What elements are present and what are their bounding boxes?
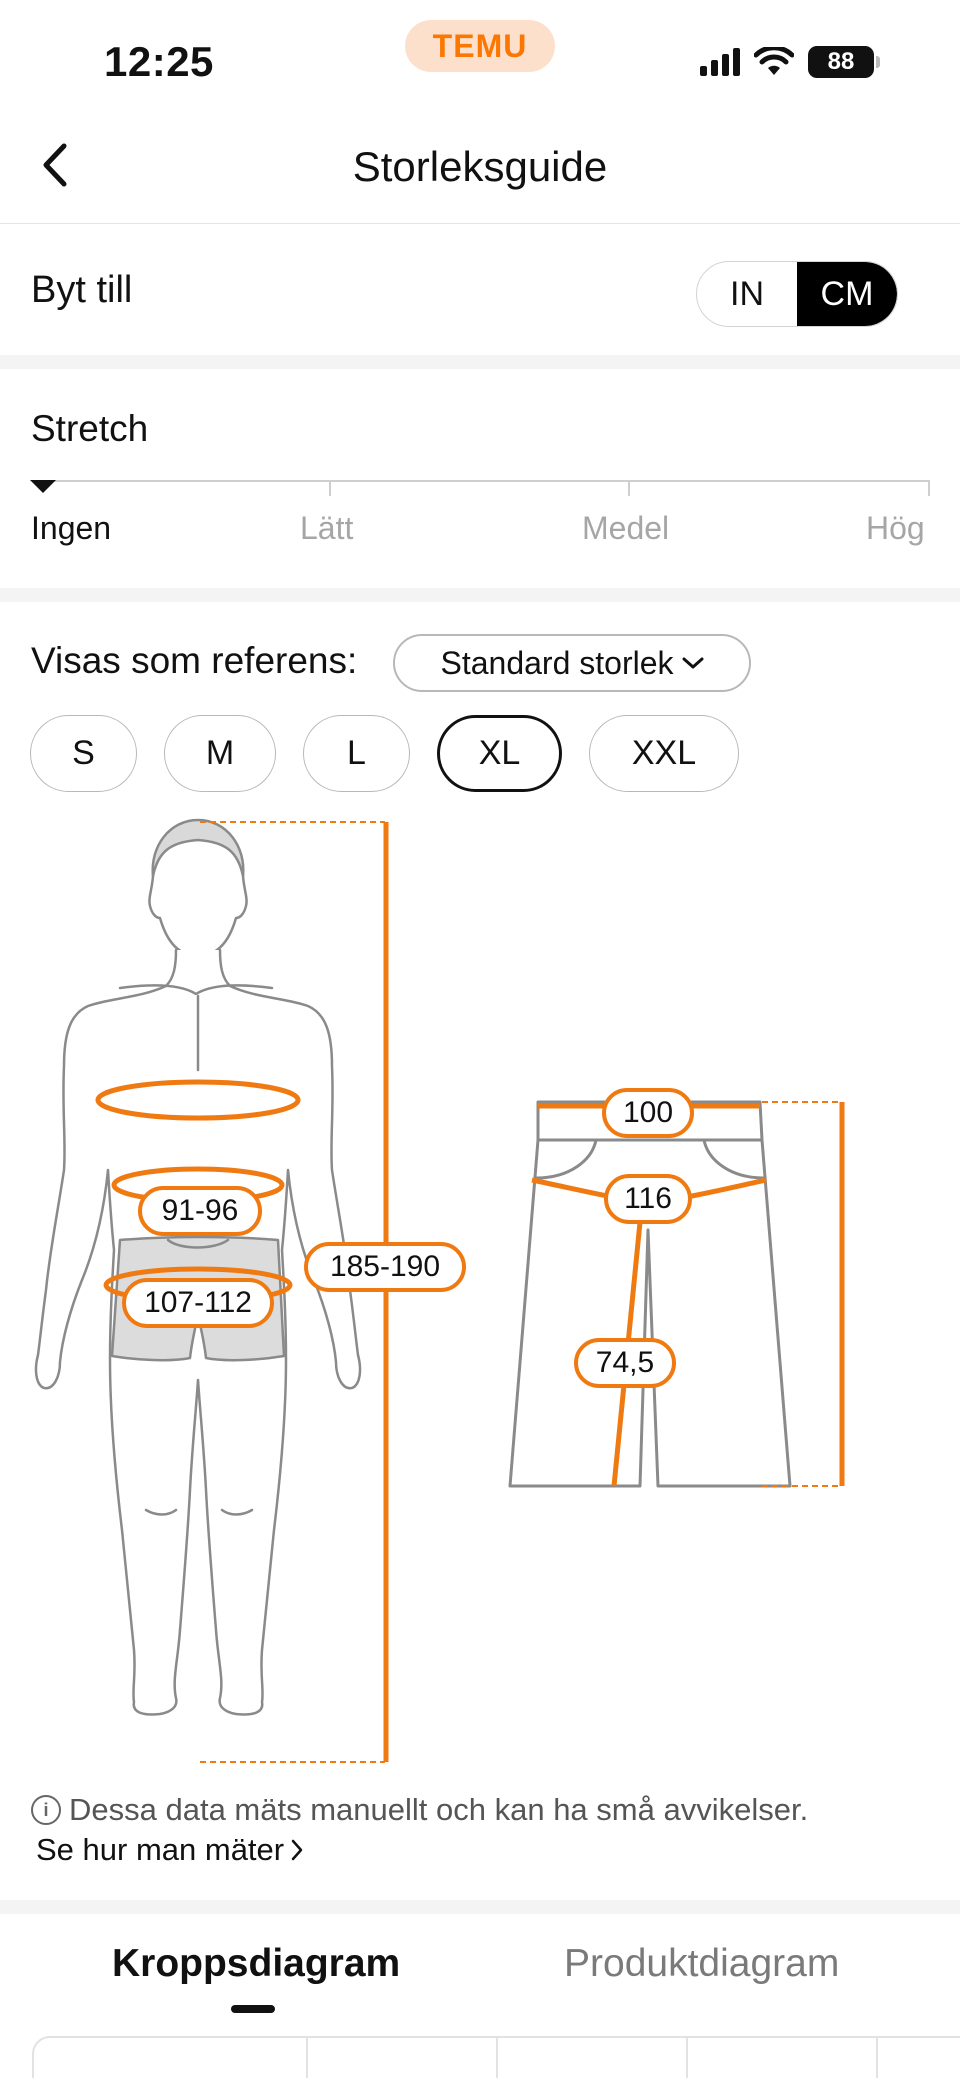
product-hip-measurement: 116 (604, 1174, 692, 1224)
unit-toggle[interactable]: IN CM (696, 261, 898, 327)
battery-icon: 88 (808, 46, 880, 78)
chevron-down-icon (682, 657, 703, 669)
stretch-title: Stretch (31, 408, 149, 449)
size-table (32, 2036, 960, 2078)
size-option-xl[interactable]: XL (437, 715, 562, 792)
table-header-cell (498, 2038, 688, 2078)
header: Storleksguide (0, 110, 960, 224)
how-to-measure-label: Se hur man mäter (36, 1832, 285, 1867)
product-length-measurement: 74,5 (574, 1338, 676, 1388)
chevron-right-icon (291, 1839, 303, 1861)
section-divider (0, 355, 960, 369)
reference-label: Visas som referens: (31, 640, 358, 681)
stretch-level-medel: Medel (582, 510, 670, 546)
measurement-note-text: Dessa data mäts manuellt och kan ha små … (69, 1792, 809, 1827)
status-bar: 12:25 TEMU 88 (0, 0, 960, 110)
body-hip-measurement: 107-112 (122, 1278, 274, 1328)
stretch-level-hog: Hög (866, 510, 925, 546)
stretch-level-ingen: Ingen (31, 510, 112, 546)
back-button[interactable] (30, 140, 80, 190)
unit-switch-row: Byt till IN CM (0, 225, 960, 355)
section-divider (0, 1900, 960, 1914)
wifi-icon (754, 47, 794, 75)
measurement-note: i Dessa data mäts manuellt och kan ha sm… (31, 1792, 808, 1828)
active-tab-indicator (231, 2005, 275, 2013)
table-header-cell (308, 2038, 498, 2078)
signal-icon (700, 48, 740, 76)
size-selector: S M L XL XXL (30, 715, 739, 792)
chevron-left-icon (43, 143, 67, 187)
unit-option-in[interactable]: IN (730, 274, 764, 313)
stretch-tick (329, 480, 331, 496)
chart-tabs: Kroppsdiagram Produktdiagram (0, 1920, 960, 2020)
product-waist-measurement: 100 (602, 1088, 694, 1138)
body-height-measurement: 185-190 (304, 1242, 466, 1292)
measurement-diagram: 91-96 107-112 185-190 100 116 74,5 (0, 810, 960, 1780)
size-option-m[interactable]: M (164, 715, 276, 792)
standard-size-select[interactable]: Standard storlek (393, 634, 751, 692)
tab-kroppsdiagram[interactable]: Kroppsdiagram (112, 1942, 401, 1985)
brand-pill: TEMU (405, 20, 555, 72)
stretch-tick (628, 480, 630, 496)
stretch-scale (36, 480, 930, 482)
unit-option-cm[interactable]: CM (797, 262, 897, 326)
how-to-measure-link[interactable]: Se hur man mäter (36, 1832, 304, 1868)
section-divider (0, 588, 960, 602)
size-option-s[interactable]: S (30, 715, 137, 792)
stretch-marker-icon (30, 480, 56, 493)
brand-logo: TEMU (432, 27, 528, 64)
stretch-tick (928, 480, 930, 496)
unit-switch-label: Byt till (31, 269, 133, 311)
stretch-level-latt: Lätt (300, 510, 354, 546)
tab-produktdiagram[interactable]: Produktdiagram (564, 1942, 840, 1985)
page-title: Storleksguide (352, 143, 608, 190)
size-option-xxl[interactable]: XXL (589, 715, 739, 792)
status-time: 12:25 (104, 38, 214, 85)
table-header-cell (688, 2038, 878, 2078)
info-icon: i (31, 1795, 61, 1825)
battery-level: 88 (827, 48, 855, 75)
table-header-cell (34, 2038, 308, 2078)
body-waist-measurement: 91-96 (138, 1186, 262, 1236)
status-icons: 88 (700, 44, 880, 80)
size-option-l[interactable]: L (303, 715, 410, 792)
standard-size-value: Standard storlek (440, 644, 674, 681)
